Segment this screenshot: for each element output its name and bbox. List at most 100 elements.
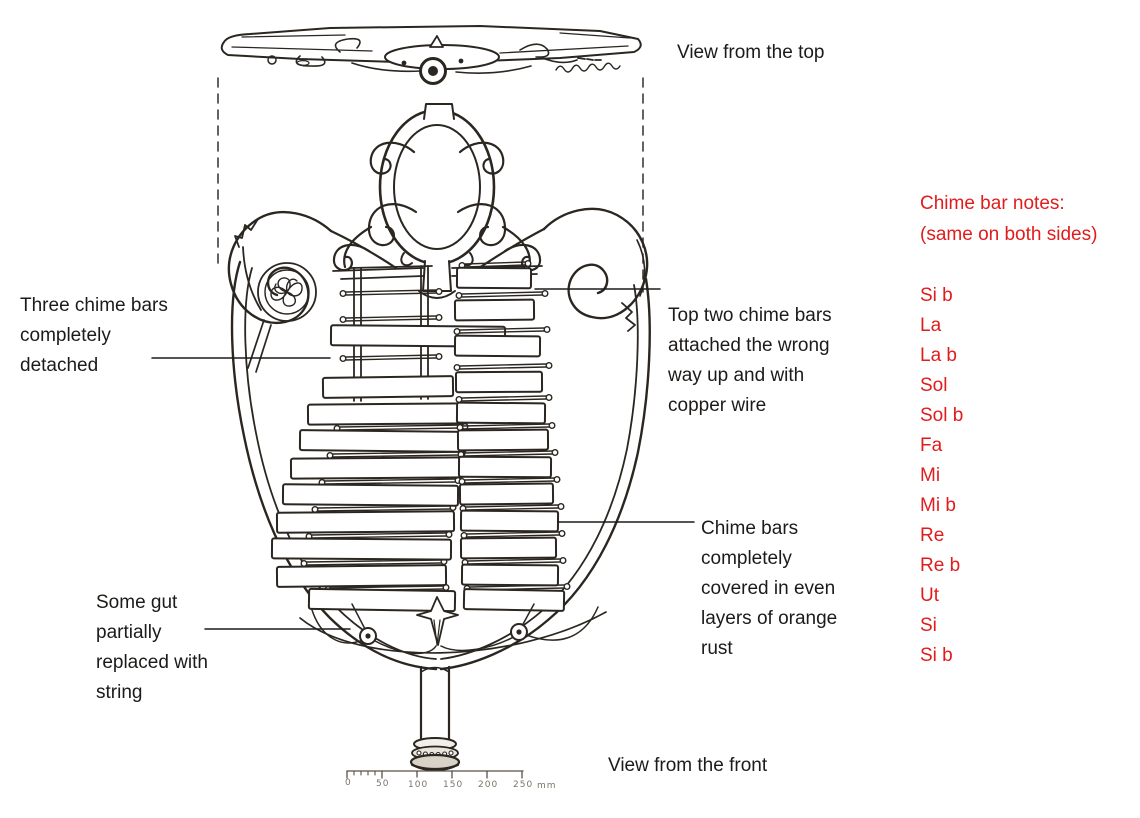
scale-bar bbox=[346, 770, 524, 779]
top-view-drawing bbox=[220, 25, 642, 85]
mounting-rod bbox=[462, 423, 550, 430]
note-item: Re b bbox=[920, 555, 961, 576]
scale-label-200: 200 bbox=[478, 780, 499, 790]
rod-knob bbox=[557, 503, 565, 511]
annotation-rust: Chime bars completely covered in even la… bbox=[701, 518, 838, 659]
right-volute bbox=[542, 207, 649, 332]
top-rail bbox=[332, 265, 543, 280]
mounting-rod bbox=[465, 504, 559, 511]
scale-label-250: 250 bbox=[513, 780, 534, 790]
annotation-three-detached: Three chime bars completely detached bbox=[20, 295, 168, 376]
mounting-rod bbox=[464, 261, 526, 268]
mounting-rod bbox=[345, 289, 437, 296]
chime-bar bbox=[275, 510, 456, 534]
mounting-rod bbox=[466, 531, 560, 538]
left-grommet bbox=[359, 627, 377, 645]
left-chime-bars bbox=[270, 288, 507, 613]
chime-bar bbox=[453, 334, 542, 358]
note-item: La b bbox=[920, 345, 957, 366]
note-item: La bbox=[920, 315, 942, 336]
mounting-rod bbox=[461, 395, 547, 402]
rod-knob bbox=[541, 290, 549, 298]
bottom-dart-ornament bbox=[416, 596, 459, 646]
chime-bar bbox=[275, 564, 448, 588]
scale-unit-label: mm bbox=[537, 781, 557, 791]
notes-heading: Chime bar notes: bbox=[920, 193, 1065, 214]
rod-knob bbox=[435, 353, 443, 361]
rod-knob bbox=[545, 394, 553, 402]
rod-knob bbox=[300, 560, 308, 568]
chime-bar bbox=[457, 455, 553, 479]
rod-knob bbox=[455, 396, 463, 404]
scale-label-0: 0 bbox=[345, 778, 352, 788]
view-top-label: View from the top bbox=[677, 42, 825, 63]
rod-knob bbox=[339, 316, 347, 324]
chime-notes-list: Si b La La b Sol Sol b Fa Mi Mi b Re Re … bbox=[920, 281, 963, 671]
rod-knob bbox=[524, 260, 532, 268]
note-item: Si b bbox=[920, 285, 953, 306]
chime-bar bbox=[462, 588, 566, 612]
chime-bar bbox=[289, 456, 465, 480]
rod-knob bbox=[445, 531, 453, 539]
chime-bar bbox=[459, 536, 558, 560]
chime-bar bbox=[270, 537, 453, 561]
note-item: Re bbox=[920, 525, 945, 546]
rod-knob bbox=[435, 314, 443, 322]
rod-knob bbox=[545, 362, 553, 370]
mounting-rod bbox=[463, 450, 553, 457]
note-item: Mi b bbox=[920, 495, 956, 516]
rod-knob bbox=[553, 476, 561, 484]
scale-label-50: 50 bbox=[376, 779, 390, 789]
mounting-rod bbox=[332, 451, 460, 458]
mounting-rod bbox=[459, 327, 545, 334]
rod-knob bbox=[435, 288, 443, 296]
note-item: Mi bbox=[920, 465, 941, 486]
chime-bar bbox=[460, 563, 560, 587]
note-item: Sol bbox=[920, 375, 948, 396]
chime-bar bbox=[456, 428, 550, 452]
right-grommet bbox=[510, 623, 528, 641]
rod-knob bbox=[339, 355, 347, 363]
chime-bar bbox=[454, 370, 544, 394]
gut-swags bbox=[299, 603, 607, 655]
rod-knob bbox=[543, 326, 551, 334]
mounting-rod bbox=[461, 291, 543, 298]
mounting-rod bbox=[345, 354, 437, 361]
right-chime-bars bbox=[453, 260, 571, 612]
mounting-rod bbox=[339, 424, 463, 431]
note-item: Fa bbox=[920, 435, 943, 456]
mounting-rod bbox=[324, 478, 456, 485]
view-front-label: View from the front bbox=[608, 755, 768, 776]
chime-bar bbox=[458, 482, 555, 506]
chime-bar bbox=[453, 298, 536, 322]
rod-knob bbox=[548, 422, 556, 430]
note-item: Si bbox=[920, 615, 937, 636]
rod-knob bbox=[453, 364, 461, 372]
annotation-wrong-way: Top two chime bars attached the wrong wa… bbox=[668, 305, 832, 416]
mounting-rod bbox=[459, 363, 547, 370]
note-item: Si b bbox=[920, 645, 953, 666]
mounting-rod bbox=[306, 559, 442, 566]
notes-subheading: (same on both sides) bbox=[920, 224, 1098, 245]
rod-knob bbox=[563, 583, 571, 591]
scale-label-100: 100 bbox=[408, 780, 429, 790]
chime-bar bbox=[321, 375, 455, 399]
chime-bar bbox=[306, 402, 470, 426]
handle-socket bbox=[409, 665, 461, 772]
chime-bar bbox=[459, 509, 560, 533]
chime-notes-panel: Chime bar notes: (same on both sides) bbox=[920, 188, 1097, 250]
mounting-rod bbox=[311, 532, 447, 539]
rod-knob bbox=[339, 290, 347, 298]
scale-label-150: 150 bbox=[443, 780, 464, 790]
mounting-rod bbox=[464, 477, 555, 484]
left-volute bbox=[227, 211, 333, 373]
leader-lines bbox=[151, 288, 695, 630]
chime-bar bbox=[307, 587, 457, 613]
crest-ornament bbox=[329, 103, 546, 299]
mounting-rod bbox=[345, 315, 437, 322]
chime-bar bbox=[455, 401, 547, 425]
chime-bar bbox=[455, 266, 533, 290]
rod-knob bbox=[453, 328, 461, 336]
